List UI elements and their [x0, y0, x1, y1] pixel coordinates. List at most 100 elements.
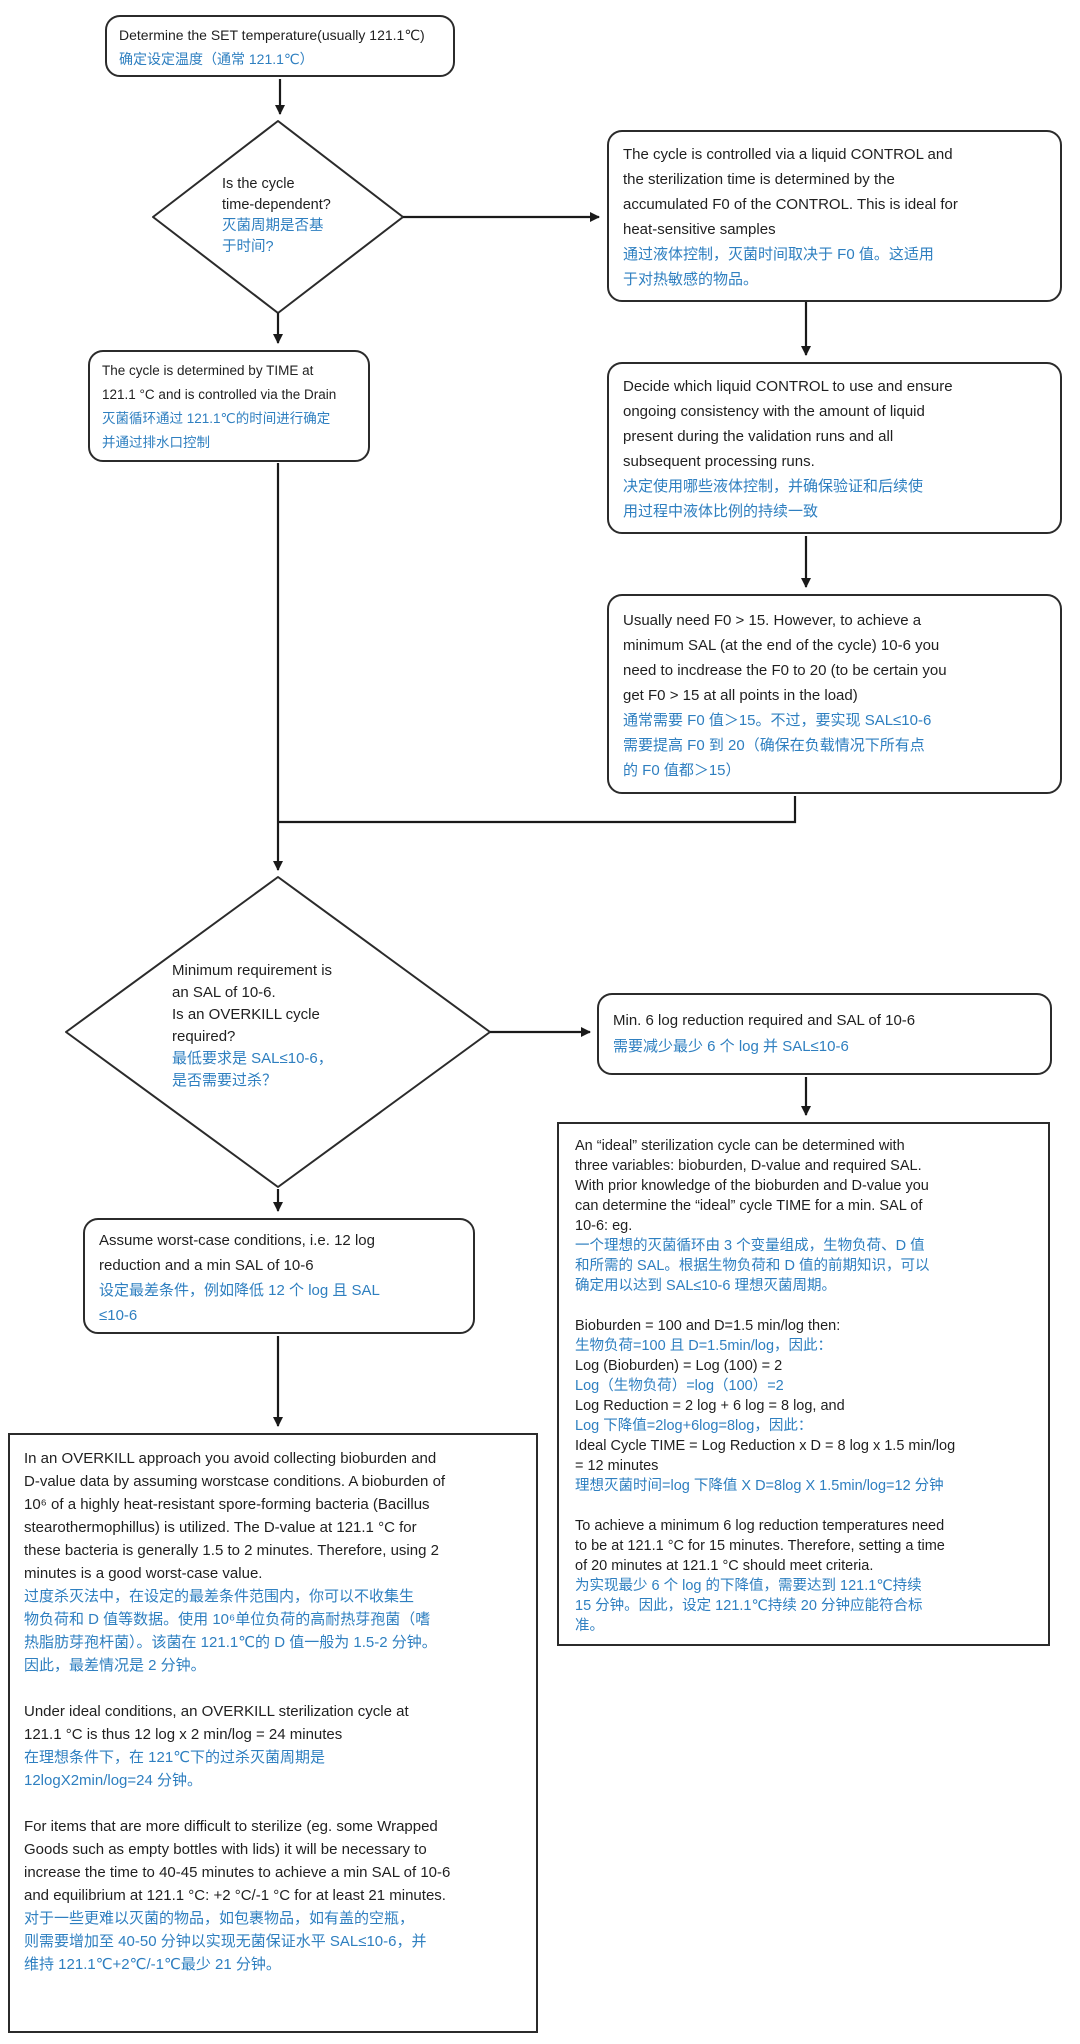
text-line: three variables: bioburden, D-value and …	[575, 1158, 922, 1174]
text-line: 确定用以达到 SAL≤10-6 理想灭菌周期。	[575, 1278, 836, 1294]
text-line: increase the time to 40-45 minutes to ac…	[24, 1864, 451, 1881]
text-line: Usually need F0 > 15. However, to achiev…	[623, 612, 922, 629]
text-line: 最低要求是 SAL≤10-6，	[172, 1050, 333, 1067]
node-set-temperature: Determine the SET temperature(usually 12…	[105, 15, 455, 77]
text-line	[24, 1792, 522, 1815]
text-line: minimum SAL (at the end of the cycle) 10…	[623, 637, 940, 654]
text-line: 需要提高 F0 到 20（确保在负载情况下所有点	[623, 737, 925, 754]
text-line: To achieve a minimum 6 log reduction tem…	[575, 1518, 945, 1534]
text-line: of 20 minutes at 121.1 °C should meet cr…	[575, 1558, 874, 1574]
text-line: 的 F0 值都＞15）	[623, 762, 741, 779]
text-line: 灭菌循环通过 121.1℃的时间进行确定	[102, 411, 331, 426]
text-line: = 12 minutes	[575, 1458, 659, 1474]
decision-diamond-overkill	[65, 876, 491, 1188]
text-line: accumulated F0 of the CONTROL. This is i…	[623, 196, 958, 213]
node-overkill-detail: In an OVERKILL approach you avoid collec…	[8, 1433, 538, 2033]
text-line: an SAL of 10-6.	[172, 984, 276, 1001]
text-line: Decide which liquid CONTROL to use and e…	[623, 378, 953, 395]
text-line: stearothermophillus) is utilized. The D-…	[24, 1519, 417, 1536]
text-line: 并通过排水口控制	[102, 435, 210, 450]
text-line: 121.1 °C and is controlled via the Drain	[102, 387, 337, 402]
text-line: 10-6: eg.	[575, 1218, 633, 1234]
text-line: 过度杀灭法中，在设定的最差条件范围内，你可以不收集生	[24, 1588, 415, 1605]
text-line: 是否需要过杀？	[172, 1072, 278, 1089]
text-line: Log（生物负荷）=log（100）=2	[575, 1378, 784, 1394]
elbow-f0-to-overkill-decision	[279, 796, 797, 824]
text-line	[575, 1296, 1032, 1316]
text-line: to be at 121.1 °C for 15 minutes. Theref…	[575, 1538, 945, 1554]
text-line: 灭菌周期是否基	[222, 218, 324, 234]
text-line: The cycle is determined by TIME at	[102, 363, 314, 378]
text-line: The cycle is controlled via a liquid CON…	[623, 146, 953, 163]
text-line: With prior knowledge of the bioburden an…	[575, 1178, 929, 1194]
text-line: present during the validation runs and a…	[623, 428, 894, 445]
node-ideal-cycle-detail: An “ideal” sterilization cycle can be de…	[557, 1122, 1050, 1646]
text-line: the sterilization time is determined by …	[623, 171, 895, 188]
text-line: Min. 6 log reduction required and SAL of…	[613, 1012, 916, 1029]
text-line: 理想灭菌时间=log 下降值 X D=8log X 1.5min/log=12 …	[575, 1478, 944, 1494]
text-line: Is an OVERKILL cycle	[172, 1006, 320, 1023]
text-line: 121.1 °C is thus 12 log x 2 min/log = 24…	[24, 1726, 343, 1743]
text-line: 对于一些更难以灭菌的物品，如包裹物品，如有盖的空瓶，	[24, 1910, 415, 1927]
text-line: subsequent processing runs.	[623, 453, 815, 470]
text-line: 生物负荷=100 且 D=1.5min/log，因此：	[575, 1338, 833, 1354]
text-line: 12logX2min/log=24 分钟。	[24, 1772, 203, 1789]
text-line: reduction and a min SAL of 10-6	[99, 1257, 314, 1274]
diamond-text-time-dependent: Is the cycle time-dependent? 灭菌周期是否基于时间?	[222, 174, 372, 258]
text-line: can determine the “ideal” cycle TIME for…	[575, 1198, 923, 1214]
text-line: Assume worst-case conditions, i.e. 12 lo…	[99, 1232, 375, 1249]
text-line: need to incdrease the F0 to 20 (to be ce…	[623, 662, 947, 679]
text-line: D-value data by assuming worstcase condi…	[24, 1473, 446, 1490]
text-line: 准。	[575, 1618, 604, 1634]
text-line: Under ideal conditions, an OVERKILL ster…	[24, 1703, 409, 1720]
text-line: An “ideal” sterilization cycle can be de…	[575, 1138, 905, 1154]
text-line: Determine the SET temperature(usually 12…	[119, 27, 425, 43]
text-line: Log Reduction = 2 log + 6 log = 8 log, a…	[575, 1398, 845, 1414]
node-worst-case-assumption: Assume worst-case conditions, i.e. 12 lo…	[83, 1218, 475, 1334]
text-line: and equilibrium at 121.1 °C: +2 °C/-1 °C…	[24, 1887, 446, 1904]
text-line: 15 分钟。因此，设定 121.1℃持续 20 分钟应能符合标	[575, 1598, 923, 1614]
node-liquid-control: The cycle is controlled via a liquid CON…	[607, 130, 1062, 302]
text-line: 需要减少最少 6 个 log 并 SAL≤10-6	[613, 1038, 849, 1055]
text-line: In an OVERKILL approach you avoid collec…	[24, 1450, 437, 1467]
text-line: 则需要增加至 40-50 分钟以实现无菌保证水平 SAL≤10-6，并	[24, 1933, 427, 1950]
text-line: 确定设定温度（通常 121.1℃）	[119, 51, 314, 67]
text-line	[24, 1677, 522, 1700]
text-line: minutes is a good worst-case value.	[24, 1565, 263, 1582]
text-line: Log (Bioburden) = Log (100) = 2	[575, 1358, 783, 1374]
text-line: Minimum requirement is	[172, 962, 333, 979]
text-line: For items that are more difficult to ste…	[24, 1818, 438, 1835]
text-line: ongoing consistency with the amount of l…	[623, 403, 925, 420]
text-line: 用过程中液体比例的持续一致	[623, 503, 819, 520]
text-line: 通过液体控制，灭菌时间取决于 F0 值。这适用	[623, 246, 934, 263]
text-line: 于时间?	[222, 239, 274, 255]
text-line	[575, 1496, 1032, 1516]
text-line: 热脂肪芽孢杆菌）。该菌在 121.1℃的 D 值一般为 1.5-2 分钟。	[24, 1634, 437, 1651]
text-line: these bacteria is generally 1.5 to 2 min…	[24, 1542, 439, 1559]
text-line: Is the cycle	[222, 176, 295, 192]
text-line: 于对热敏感的物品。	[623, 271, 759, 288]
node-min-6log-reduction: Min. 6 log reduction required and SAL of…	[597, 993, 1052, 1075]
diamond-text-overkill-required: Minimum requirement is an SAL of 10-6. Is …	[172, 960, 422, 1092]
text-line: 10⁶ of a highly heat-resistant spore-for…	[24, 1496, 430, 1513]
text-line: 通常需要 F0 值＞15。不过，要实现 SAL≤10-6	[623, 712, 932, 729]
text-line: 维持 121.1℃+2℃/-1℃最少 21 分钟。	[24, 1956, 281, 1973]
text-line: 为实现最少 6 个 log 的下降值，需要达到 121.1℃持续	[575, 1578, 922, 1594]
text-line: 和所需的 SAL。根据生物负荷和 D 值的前期知识，可以	[575, 1258, 930, 1274]
node-time-drain: The cycle is determined by TIME at 121.1 …	[88, 350, 370, 462]
text-line: Log 下降值=2log+6log=8log，因此：	[575, 1418, 813, 1434]
text-line: Bioburden = 100 and D=1.5 min/log then:	[575, 1318, 841, 1334]
text-line: get F0 > 15 at all points in the load)	[623, 687, 858, 704]
text-line: 在理想条件下，在 121℃下的过杀灭菌周期是	[24, 1749, 326, 1766]
text-line: heat-sensitive samples	[623, 221, 776, 238]
text-line: 一个理想的灭菌循环由 3 个变量组成，生物负荷、D 值	[575, 1238, 925, 1254]
node-f0-requirement: Usually need F0 > 15. However, to achiev…	[607, 594, 1062, 794]
text-line: 决定使用哪些液体控制，并确保验证和后续使	[623, 478, 924, 495]
text-line: time-dependent?	[222, 197, 331, 213]
text-line: ≤10-6	[99, 1307, 138, 1324]
text-line: 物负荷和 D 值等数据。使用 10⁶单位负荷的高耐热芽孢菌（嗜	[24, 1611, 431, 1628]
text-line: 因此，最差情况是 2 分钟。	[24, 1657, 206, 1674]
text-line: Goods such as empty bottles with lids) i…	[24, 1841, 427, 1858]
